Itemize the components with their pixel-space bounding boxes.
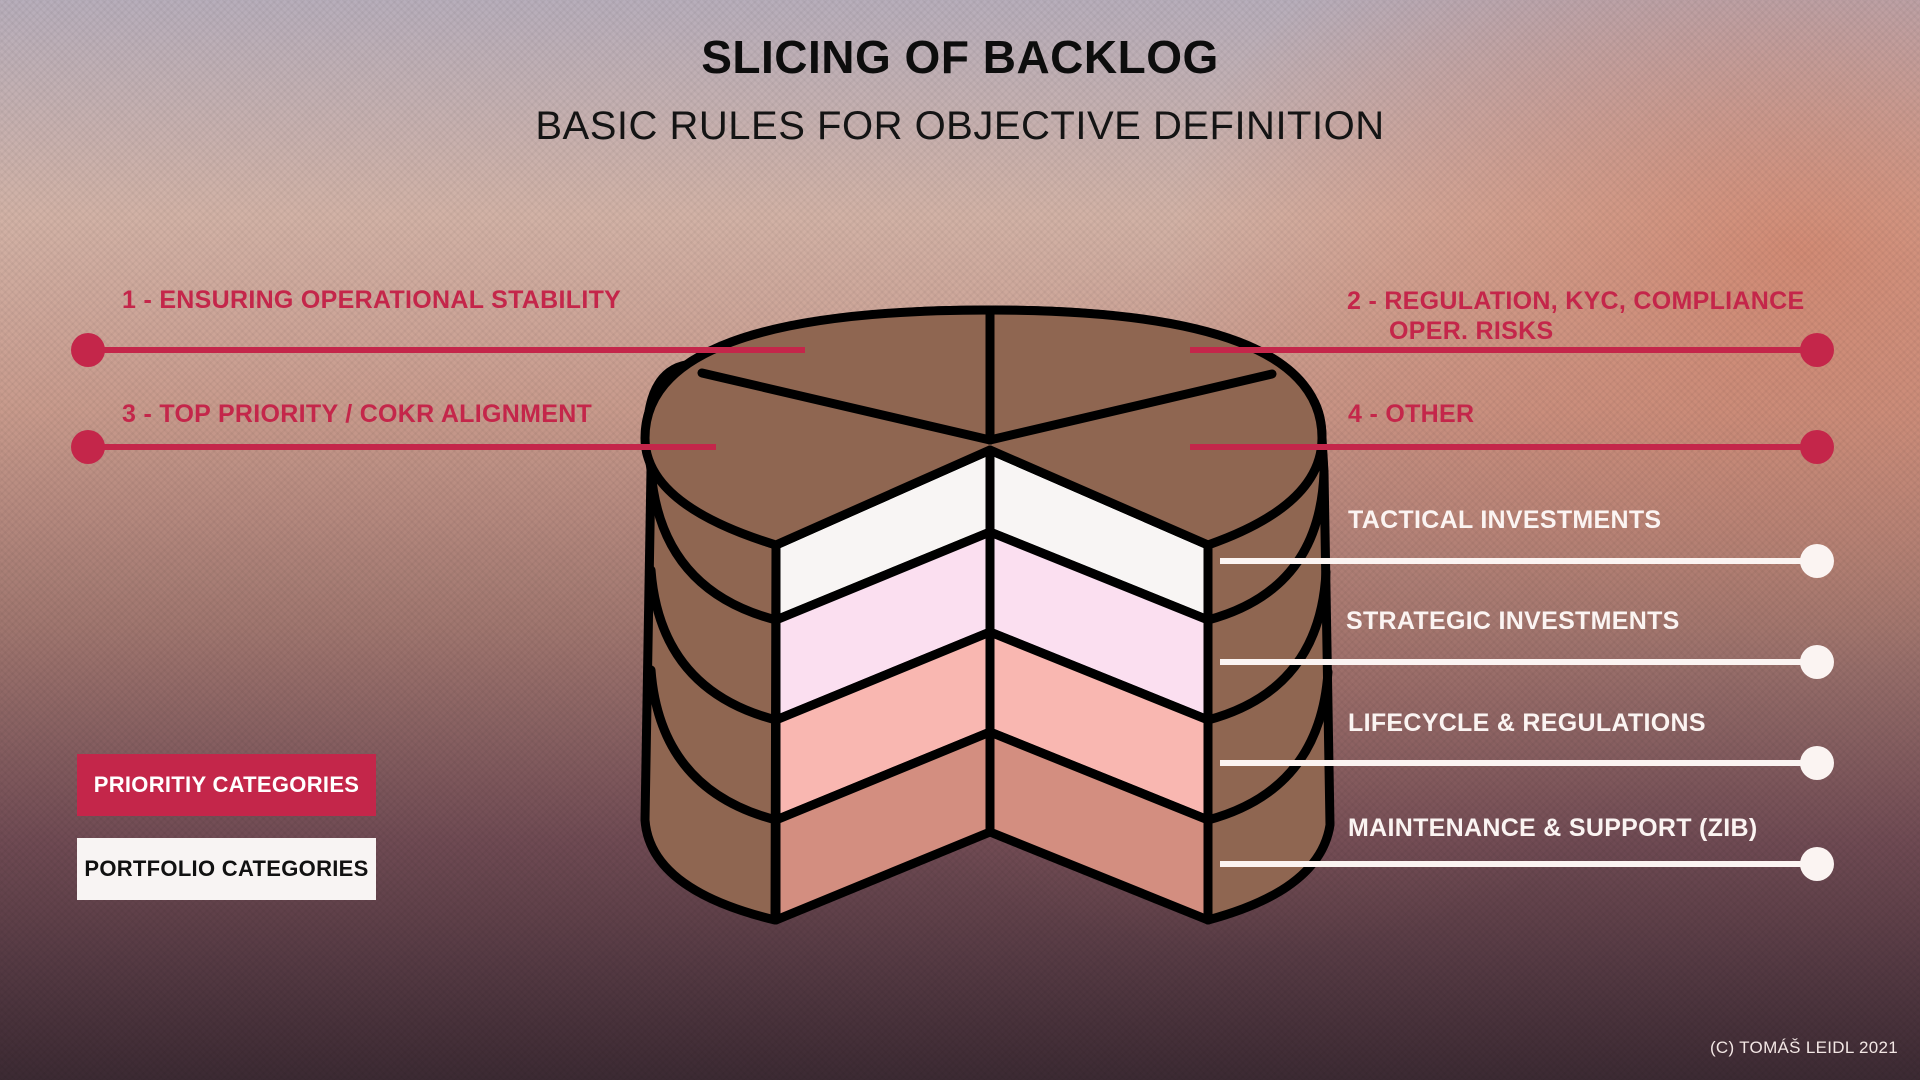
priority-label-4: 4 - OTHER <box>1348 400 1475 428</box>
portfolio-label-tactical: TACTICAL INVESTMENTS <box>1348 506 1662 534</box>
portfolio-dot-lifecycle <box>1800 746 1834 780</box>
priority-dots <box>71 333 1834 464</box>
portfolio-label-strategic: STRATEGIC INVESTMENTS <box>1346 607 1680 635</box>
priority-dot-1 <box>71 333 105 367</box>
portfolio-label-maintenance: MAINTENANCE & SUPPORT (ZIB) <box>1348 814 1758 842</box>
portfolio-connectors <box>1220 558 1817 867</box>
portfolio-dots <box>1800 544 1834 881</box>
portfolio-dot-tactical <box>1800 544 1834 578</box>
portfolio-label-lifecycle: LIFECYCLE & REGULATIONS <box>1348 709 1706 737</box>
page-subtitle: BASIC RULES FOR OBJECTIVE DEFINITION <box>535 104 1385 148</box>
priority-dot-4 <box>1800 430 1834 464</box>
cake-grooves <box>646 445 1333 925</box>
legend-portfolio-categories: PORTFOLIO CATEGORIES <box>77 838 376 900</box>
priority-label-3: 3 - TOP PRIORITY / COKR ALIGNMENT <box>122 400 593 428</box>
copyright: (C) TOMÁŠ LEIDL 2021 <box>1709 1038 1898 1057</box>
priority-label-2-line1: 2 - REGULATION, KYC, COMPLIANCE <box>1347 287 1805 315</box>
legend-priority-categories: PRIORITIY CATEGORIES <box>77 754 376 816</box>
portfolio-dot-strategic <box>1800 645 1834 679</box>
page-title: SLICING OF BACKLOG <box>701 31 1219 83</box>
priority-connectors <box>88 347 1817 450</box>
priority-label-1: 1 - ENSURING OPERATIONAL STABILITY <box>122 286 622 314</box>
cake-top-slices <box>697 309 1277 445</box>
priority-label-2-line2: OPER. RISKS <box>1389 317 1554 345</box>
priority-dot-2 <box>1800 333 1834 367</box>
portfolio-dot-maintenance <box>1800 847 1834 881</box>
priority-label-2: 2 - REGULATION, KYC, COMPLIANCE OPER. RI… <box>1347 286 1804 346</box>
priority-dot-3 <box>71 430 105 464</box>
